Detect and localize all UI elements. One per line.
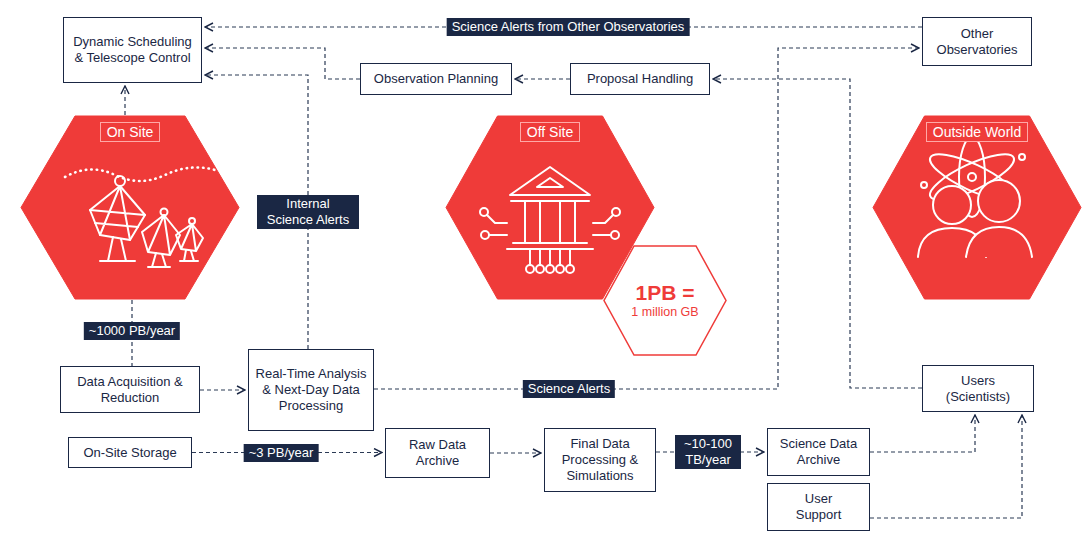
callout-hexagon: 1PB =1 million GB bbox=[603, 245, 727, 356]
box-label: Final Data Processing & Simulations bbox=[551, 436, 649, 484]
box-label: Dynamic Scheduling & Telescope Control bbox=[70, 34, 195, 66]
text-group: Outside World bbox=[872, 122, 1082, 142]
callout-text: 1 million GB bbox=[631, 305, 698, 320]
region-label: Outside World bbox=[926, 122, 1028, 142]
hexagon-outline bbox=[872, 115, 1082, 300]
text-group: User Support bbox=[789, 491, 849, 523]
process-box: Real-Time Analysis & Next-Day Data Proce… bbox=[248, 349, 374, 431]
dashed-connector bbox=[374, 48, 919, 389]
box-label: Science Data Archive bbox=[775, 436, 863, 468]
text-group: Final Data Processing & Simulations bbox=[551, 436, 649, 484]
hexagon-outline bbox=[20, 115, 240, 300]
box-label: Real-Time Analysis & Next-Day Data Proce… bbox=[255, 366, 367, 414]
telescope-icon bbox=[20, 115, 240, 300]
text-group: Users (Scientists) bbox=[938, 373, 1018, 405]
dashed-connector bbox=[124, 86, 125, 115]
text-group: Off Site bbox=[445, 122, 655, 142]
region-hexagon: On Site bbox=[20, 115, 240, 300]
text-group: On-Site Storage bbox=[83, 445, 176, 461]
text-group: Real-Time Analysis & Next-Day Data Proce… bbox=[255, 366, 367, 414]
text-group: Raw Data Archive bbox=[398, 437, 478, 469]
process-box: Proposal Handling bbox=[570, 63, 710, 95]
edge-label: Internal Science Alerts bbox=[257, 195, 359, 229]
dashed-connector bbox=[515, 78, 570, 79]
box-label: Data Acquisition & Reduction bbox=[71, 374, 189, 406]
region-hexagon: Outside World bbox=[872, 115, 1082, 300]
process-box: User Support bbox=[767, 483, 870, 531]
edge-label: Science Alerts from Other Observatories bbox=[447, 18, 690, 36]
process-box: Dynamic Scheduling & Telescope Control bbox=[63, 17, 202, 83]
edge-label: Science Alerts bbox=[523, 380, 615, 398]
region-label: Off Site bbox=[520, 122, 580, 142]
process-box: On-Site Storage bbox=[68, 437, 192, 468]
box-label: Other Observatories bbox=[935, 26, 1020, 58]
text-group: Data Acquisition & Reduction bbox=[71, 374, 189, 406]
text-group: Observation Planning bbox=[374, 71, 498, 87]
box-label: Users (Scientists) bbox=[938, 373, 1018, 405]
process-box: Observation Planning bbox=[360, 63, 512, 95]
text-group: Proposal Handling bbox=[587, 71, 693, 87]
edge-label: ~10-100 TB/year bbox=[675, 435, 741, 469]
text-group: 1PB =1 million GB bbox=[603, 245, 727, 356]
process-box: Users (Scientists) bbox=[922, 365, 1034, 412]
dashed-connector bbox=[870, 415, 975, 452]
dashed-connector bbox=[490, 452, 541, 453]
people-icon bbox=[872, 115, 1082, 300]
text-group: Dynamic Scheduling & Telescope Control bbox=[70, 34, 195, 66]
dashed-connector bbox=[870, 415, 1022, 518]
process-box: Raw Data Archive bbox=[385, 428, 490, 478]
process-box: Other Observatories bbox=[922, 17, 1032, 66]
box-label: On-Site Storage bbox=[83, 445, 176, 461]
box-label: Raw Data Archive bbox=[398, 437, 478, 469]
process-box: Science Data Archive bbox=[767, 428, 870, 476]
process-box: Final Data Processing & Simulations bbox=[544, 428, 656, 492]
box-label: User Support bbox=[789, 491, 849, 523]
box-label: Observation Planning bbox=[374, 71, 498, 87]
edge-label: ~3 PB/year bbox=[244, 444, 319, 462]
dashed-connector bbox=[205, 48, 360, 79]
box-label: Proposal Handling bbox=[587, 71, 693, 87]
text-group: Other Observatories bbox=[935, 26, 1020, 58]
text-group: Science Data Archive bbox=[775, 436, 863, 468]
edge-label: ~1000 PB/year bbox=[84, 322, 180, 340]
region-label: On Site bbox=[100, 122, 161, 142]
dashed-connector bbox=[200, 389, 245, 390]
callout-text: 1PB = bbox=[636, 281, 695, 305]
text-group: On Site bbox=[20, 122, 240, 142]
process-box: Data Acquisition & Reduction bbox=[60, 366, 200, 413]
